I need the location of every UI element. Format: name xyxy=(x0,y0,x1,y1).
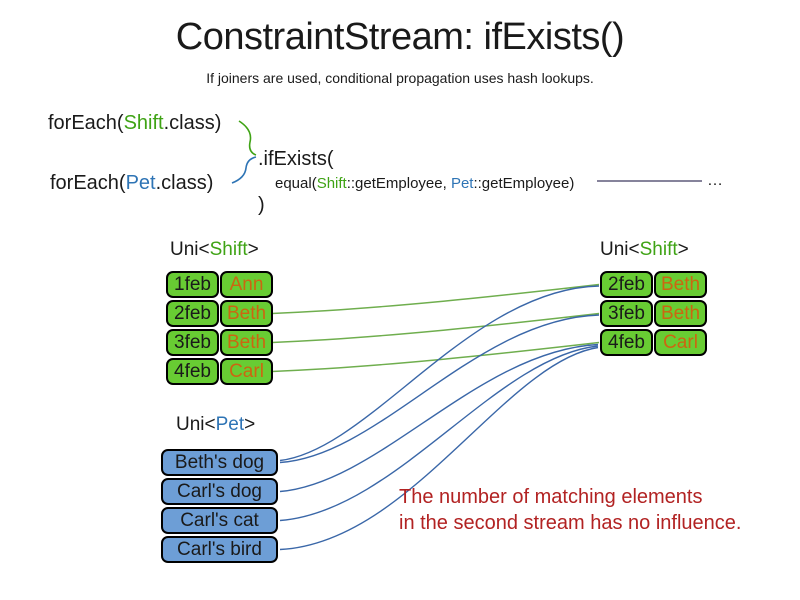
label-text: > xyxy=(244,414,256,435)
shift-employee-cell: Carl xyxy=(220,358,273,385)
code-text: forEach( xyxy=(50,172,126,194)
annotation-line: in the second stream has no influence. xyxy=(399,512,742,534)
label-text: > xyxy=(247,239,259,260)
code-text: ::getEmployee, xyxy=(346,175,451,192)
code-foreach-pet: forEach(Pet.class) xyxy=(50,172,213,195)
label-text: Uni< xyxy=(176,414,216,435)
table-row: Carl's bird xyxy=(161,536,278,563)
pet-cell: Carl's dog xyxy=(161,478,278,505)
code-text: .class) xyxy=(163,112,222,134)
code-text: .class) xyxy=(155,172,214,194)
code-foreach-shift: forEach(Shift.class) xyxy=(48,112,221,135)
shift-date-cell: 1feb xyxy=(166,271,219,298)
shift-table-right: 2feb Beth 3feb Beth 4feb Carl xyxy=(600,271,707,358)
pet-table: Beth's dog Carl's dog Carl's cat Carl's … xyxy=(161,449,278,565)
code-close-paren: ) xyxy=(258,194,265,216)
code-text: equal( xyxy=(275,175,317,192)
table-row: 3feb Beth xyxy=(166,329,273,356)
connector-beth-dog-3feb xyxy=(279,314,600,464)
shift-employee-cell: Beth xyxy=(654,300,707,327)
pet-class-token: Pet xyxy=(125,172,156,194)
shift-type-token: Shift xyxy=(639,239,678,260)
code-ifexists: .ifExists( xyxy=(258,148,334,170)
slide-title: ConstraintStream: ifExists() xyxy=(175,16,625,58)
uni-shift-right-label: Uni<Shift> xyxy=(600,239,689,261)
code-equal-joiner: equal(Shift::getEmployee, Pet::getEmploy… xyxy=(275,175,574,192)
shift-method-ref-token: Shift xyxy=(316,175,347,192)
pet-cell: Carl's cat xyxy=(161,507,278,534)
code-text: forEach( xyxy=(48,112,124,134)
shift-date-cell: 4feb xyxy=(166,358,219,385)
connector-shift-4feb xyxy=(271,341,600,373)
label-text: > xyxy=(677,239,689,260)
pet-method-ref-token: Pet xyxy=(450,175,474,192)
ellipsis-more-joiners: … xyxy=(707,172,723,189)
shift-class-token: Shift xyxy=(123,112,164,134)
pet-type-token: Pet xyxy=(215,414,245,435)
table-row: 4feb Carl xyxy=(600,329,707,356)
brace-shift-arm xyxy=(238,120,257,156)
shift-employee-cell: Ann xyxy=(220,271,273,298)
shift-employee-cell: Carl xyxy=(654,329,707,356)
pet-cell: Beth's dog xyxy=(161,449,278,476)
pet-cell: Carl's bird xyxy=(161,536,278,563)
table-row: Carl's cat xyxy=(161,507,278,534)
shift-date-cell: 4feb xyxy=(600,329,653,356)
shift-employee-cell: Beth xyxy=(654,271,707,298)
connector-shift-3feb xyxy=(271,312,600,344)
shift-type-token: Shift xyxy=(209,239,248,260)
table-row: 4feb Carl xyxy=(166,358,273,385)
shift-date-cell: 3feb xyxy=(600,300,653,327)
table-row: 2feb Beth xyxy=(166,300,273,327)
table-row: 2feb Beth xyxy=(600,271,707,298)
shift-date-cell: 2feb xyxy=(166,300,219,327)
table-row: 1feb Ann xyxy=(166,271,273,298)
shift-date-cell: 2feb xyxy=(600,271,653,298)
annotation-line: The number of matching elements xyxy=(399,486,703,508)
table-row: Beth's dog xyxy=(161,449,278,476)
connector-shift-2feb xyxy=(271,283,600,315)
label-text: Uni< xyxy=(600,239,640,260)
annotation-note: The number of matching elements in the s… xyxy=(399,484,741,536)
table-row: 3feb Beth xyxy=(600,300,707,327)
uni-shift-left-label: Uni<Shift> xyxy=(170,239,259,261)
shift-employee-cell: Beth xyxy=(220,300,273,327)
slide-subtitle: If joiners are used, conditional propaga… xyxy=(206,70,594,86)
connector-beth-dog-2feb xyxy=(279,285,600,462)
label-text: Uni< xyxy=(170,239,210,260)
shift-table-left: 1feb Ann 2feb Beth 3feb Beth 4feb Carl xyxy=(166,271,273,387)
brace-pet-arm xyxy=(231,156,257,184)
shift-date-cell: 3feb xyxy=(166,329,219,356)
connector-carl-dog-4feb xyxy=(279,343,599,493)
code-text: ::getEmployee) xyxy=(473,175,575,192)
shift-employee-cell: Beth xyxy=(220,329,273,356)
uni-pet-label: Uni<Pet> xyxy=(176,414,255,436)
table-row: Carl's dog xyxy=(161,478,278,505)
